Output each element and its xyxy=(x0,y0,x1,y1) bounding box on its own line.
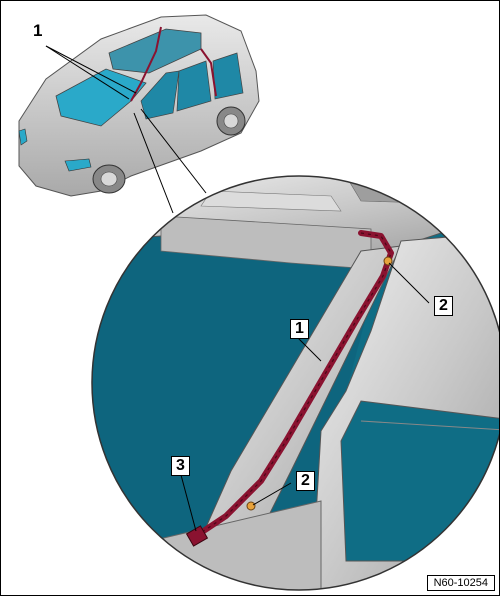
figure-reference-code: N60-10254 xyxy=(426,575,495,591)
callout-3: 3 xyxy=(171,456,190,476)
car-body xyxy=(18,14,260,197)
overview-leader-1a xyxy=(45,45,130,100)
callout-2-top: 2 xyxy=(434,296,453,316)
car-side-window-1 xyxy=(140,70,180,120)
cable-clip-top xyxy=(383,256,393,266)
detail-circle-outline xyxy=(91,175,499,591)
overview-callout-1: 1 xyxy=(33,21,43,40)
car-side-window-2 xyxy=(176,60,212,112)
callout-1: 1 xyxy=(290,319,309,339)
cable-clip-bottom xyxy=(246,501,256,511)
leader-line-3 xyxy=(180,474,197,532)
leader-line-2-top xyxy=(388,262,430,304)
projection-line-left xyxy=(133,112,174,214)
overview-leader-1b xyxy=(45,45,137,94)
detail-view xyxy=(92,176,499,590)
car-airbag-cable xyxy=(130,26,217,102)
cable-connector xyxy=(185,525,209,547)
callout-2-bottom: 2 xyxy=(296,471,315,491)
car-overview xyxy=(18,14,260,197)
projection-line-right xyxy=(140,108,207,194)
leader-line-1 xyxy=(297,337,322,362)
car-headlight xyxy=(64,158,92,172)
leader-line-2-bottom xyxy=(252,482,292,506)
